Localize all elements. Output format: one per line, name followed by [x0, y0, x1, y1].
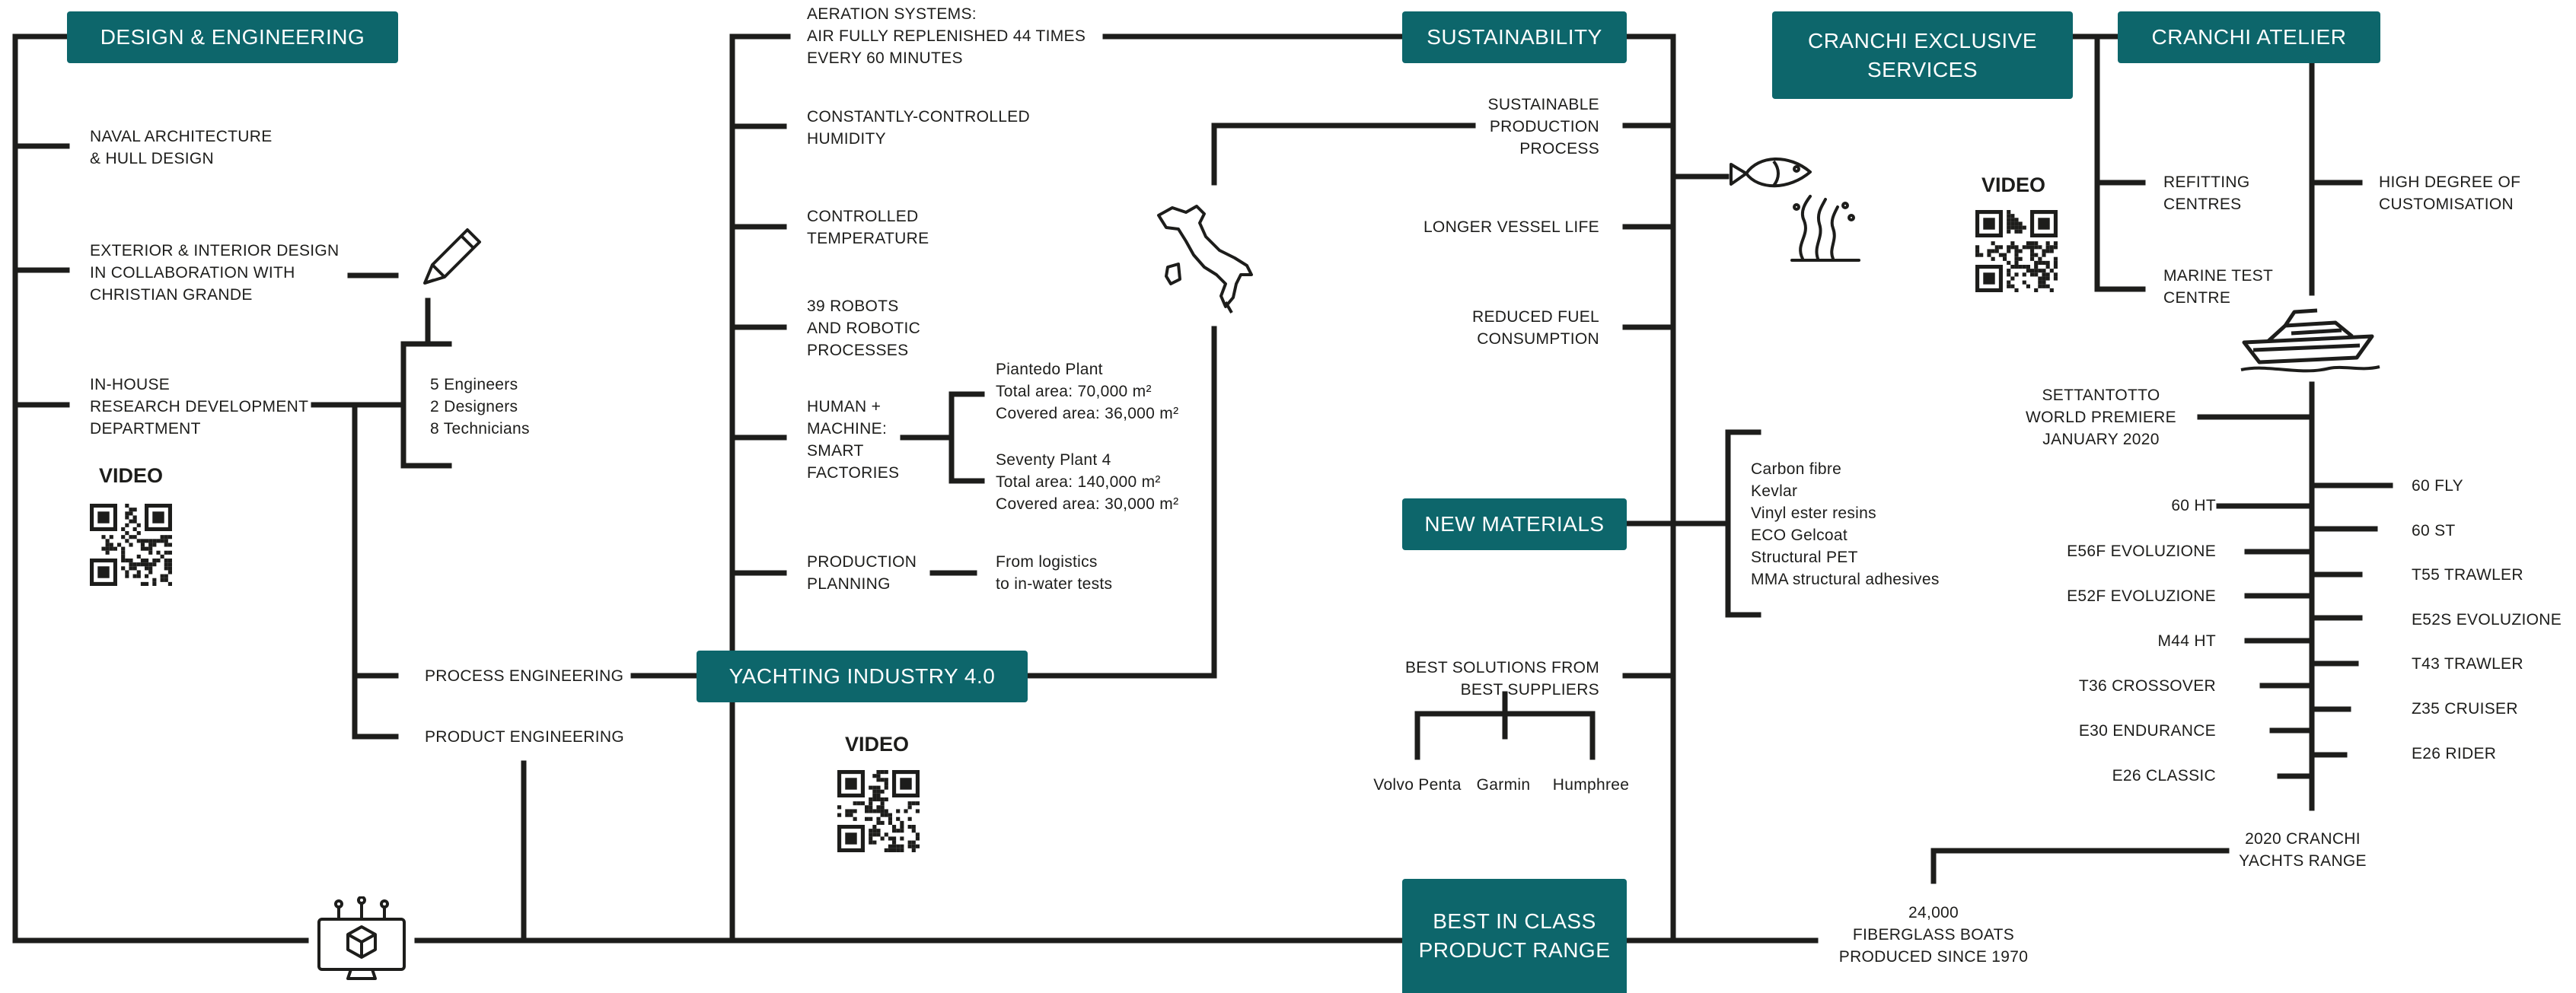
- sustainable-production-label: SUSTAINABLE PRODUCTION PROCESS: [1487, 96, 1599, 158]
- process-engineering-label: PROCESS ENGINEERING: [425, 667, 624, 685]
- new-materials-list: Carbon fibre Kevlar Vinyl ester resins E…: [1751, 460, 1940, 588]
- cranchi-exclusive-services-box: CRANCHI EXCLUSIVE SERVICES: [1772, 11, 2073, 99]
- computer-cube-icon: [317, 896, 406, 980]
- range-left-e52f: E52F EVOLUZIONE: [2067, 587, 2216, 605]
- piantedo-plant-label: Piantedo Plant Total area: 70,000 m² Cov…: [996, 361, 1179, 422]
- logistics-label: From logistics to in-water tests: [996, 553, 1113, 593]
- marine-test-centre-label: MARINE TEST CENTRE: [2163, 267, 2274, 307]
- smart-factories-label: HUMAN + MACHINE: SMART FACTORIES: [807, 398, 900, 482]
- range-left-60ht: 60 HT: [2171, 497, 2216, 514]
- video-label-services: VIDEO: [1981, 173, 2046, 196]
- qr-code-icon[interactable]: [837, 770, 920, 852]
- design-engineering-box: DESIGN & ENGINEERING: [67, 11, 398, 63]
- robots-label: 39 ROBOTS AND ROBOTIC PROCESSES: [807, 298, 921, 359]
- new-materials-box: NEW MATERIALS: [1402, 498, 1627, 550]
- range-right-e26rider: E26 RIDER: [2412, 745, 2497, 762]
- yacht-icon: [2240, 308, 2380, 373]
- temperature-label: CONTROLLED TEMPERATURE: [807, 208, 929, 247]
- range-right-60st: 60 ST: [2412, 522, 2456, 539]
- range-left-e26classic: E26 CLASSIC: [2112, 767, 2216, 785]
- video-label-design: VIDEO: [99, 464, 164, 487]
- humidity-label: CONSTANTLY-CONTROLLED HUMIDITY: [807, 108, 1030, 148]
- seaweed-icon: [1790, 195, 1860, 262]
- fiberglass-boats-label: 24,000 FIBERGLASS BOATS PRODUCED SINCE 1…: [1838, 904, 2029, 966]
- best-suppliers-label: BEST SOLUTIONS FROM BEST SUPPLIERS: [1404, 659, 1599, 699]
- longer-vessel-life-label: LONGER VESSEL LIFE: [1423, 218, 1599, 236]
- range-left-e56f: E56F EVOLUZIONE: [2067, 543, 2216, 560]
- best-in-class-box: BEST IN CLASS PRODUCT RANGE: [1402, 879, 1627, 993]
- pencil-icon: [423, 228, 481, 285]
- reduced-fuel-label: REDUCED FUEL CONSUMPTION: [1472, 308, 1599, 348]
- refitting-centres-label: REFITTING CENTRES: [2163, 173, 2250, 213]
- yachts-range-caption: 2020 CRANCHI YACHTS RANGE: [2239, 830, 2367, 870]
- settantotto-premiere-label: SETTANTOTTO WORLD PREMIERE JANUARY 2020: [2026, 387, 2176, 448]
- range-right-t43: T43 TRAWLER: [2412, 655, 2523, 673]
- product-engineering-label: PRODUCT ENGINEERING: [425, 728, 625, 746]
- range-right-60fly: 60 FLY: [2412, 477, 2463, 495]
- production-planning-label: PRODUCTION PLANNING: [807, 553, 917, 593]
- supplier-humphree: Humphree: [1552, 776, 1630, 794]
- qr-code-icon[interactable]: [90, 504, 172, 586]
- sustainability-box: SUSTAINABILITY: [1402, 11, 1627, 63]
- team-composition-label: 5 Engineers 2 Designers 8 Technicians: [430, 376, 530, 438]
- naval-architecture-label: NAVAL ARCHITECTURE & HULL DESIGN: [90, 128, 273, 167]
- exterior-interior-design-label: EXTERIOR & INTERIOR DESIGN IN COLLABORAT…: [90, 242, 340, 304]
- aeration-systems-label: AERATION SYSTEMS: AIR FULLY REPLENISHED …: [807, 5, 1086, 67]
- range-left-e30: E30 ENDURANCE: [2078, 722, 2216, 740]
- range-right-z35: Z35 CRUISER: [2412, 700, 2518, 718]
- seventy-plant-label: Seventy Plant 4 Total area: 140,000 m² C…: [996, 451, 1179, 513]
- customisation-label: HIGH DEGREE OF CUSTOMISATION: [2379, 173, 2521, 213]
- yachting-industry-box: YACHTING INDUSTRY 4.0: [697, 651, 1028, 702]
- supplier-volvo-penta: Volvo Penta: [1373, 776, 1462, 794]
- italy-map-icon: [1157, 205, 1253, 313]
- supplier-garmin: Garmin: [1476, 776, 1531, 794]
- range-left-m44ht: M44 HT: [2157, 632, 2216, 650]
- cranchi-atelier-box: CRANCHI ATELIER: [2118, 11, 2380, 63]
- video-label-industry: VIDEO: [845, 733, 910, 756]
- range-left-t36: T36 CROSSOVER: [2078, 677, 2216, 695]
- inhouse-research-label: IN-HOUSE RESEARCH DEVELOPMENT DEPARTMENT: [90, 376, 309, 438]
- range-right-t55: T55 TRAWLER: [2412, 566, 2523, 584]
- qr-code-icon[interactable]: [1975, 210, 2058, 292]
- fish-icon: [1730, 158, 1812, 188]
- range-right-e52s: E52S EVOLUZIONE: [2412, 611, 2562, 629]
